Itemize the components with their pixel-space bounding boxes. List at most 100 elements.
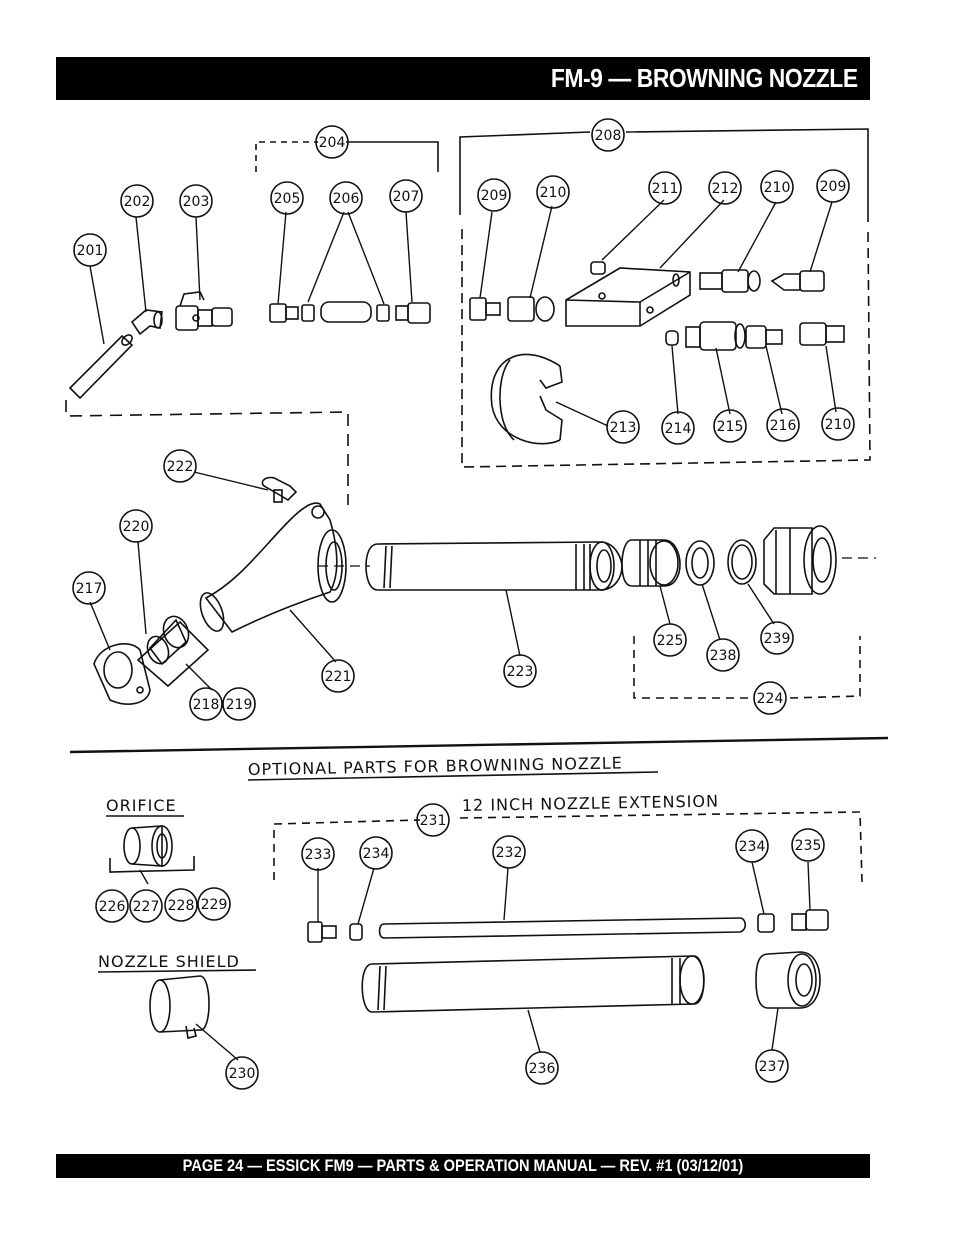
callout-203: 203 bbox=[183, 194, 210, 210]
part-239-washer bbox=[727, 539, 757, 585]
callout-232: 232 bbox=[496, 845, 523, 861]
callout-237: 237 bbox=[759, 1059, 786, 1075]
callout-225: 225 bbox=[657, 633, 684, 649]
callout-236: 236 bbox=[529, 1061, 556, 1077]
part-206-pipe bbox=[320, 301, 372, 323]
nozzle-shield-heading: NOZZLE SHIELD bbox=[98, 952, 240, 971]
part-234-coupler-left bbox=[349, 923, 363, 941]
part-233-fitting bbox=[307, 921, 337, 943]
callout-238: 238 bbox=[710, 648, 737, 664]
footer-text: PAGE 24 — ESSICK FM9 — PARTS & OPERATION… bbox=[182, 1156, 744, 1175]
leader-lines bbox=[89, 199, 837, 1061]
callout-201: 201 bbox=[77, 243, 104, 259]
group-box-208 bbox=[459, 128, 871, 468]
callout-223: 223 bbox=[507, 664, 534, 680]
callout-210b: 210 bbox=[764, 180, 791, 196]
callout-234b: 234 bbox=[739, 839, 766, 855]
part-237-coupling bbox=[755, 951, 821, 1009]
part-213-clamp bbox=[490, 353, 563, 445]
part-209-fitting-upper bbox=[770, 270, 825, 292]
part-206-coupler-left bbox=[301, 304, 315, 322]
callout-228: 228 bbox=[168, 898, 195, 914]
part-223-pipe bbox=[365, 541, 623, 591]
callout-233: 233 bbox=[305, 847, 332, 863]
part-210-coupling bbox=[507, 296, 555, 322]
callout-239: 239 bbox=[764, 631, 791, 647]
callout-215: 215 bbox=[717, 419, 744, 435]
part-orifice bbox=[123, 825, 173, 867]
part-235-fitting bbox=[791, 909, 829, 931]
underline-optional-title bbox=[247, 771, 659, 781]
underline-nozzle-shield bbox=[97, 969, 257, 973]
part-211-plug bbox=[590, 261, 606, 275]
part-230-shield bbox=[149, 975, 210, 1039]
callout-211: 211 bbox=[652, 181, 679, 197]
part-214-plug bbox=[665, 330, 679, 346]
callout-226: 226 bbox=[99, 899, 126, 915]
part-234-coupler-right bbox=[757, 913, 775, 933]
callout-220: 220 bbox=[123, 519, 150, 535]
callout-205: 205 bbox=[274, 191, 301, 207]
callout-212: 212 bbox=[712, 181, 739, 197]
callout-217: 217 bbox=[76, 581, 103, 597]
leader-dashed-201-221 bbox=[65, 400, 349, 505]
part-207-fitting bbox=[395, 302, 431, 324]
part-210-coupling-lower bbox=[799, 322, 845, 346]
part-220-orifice bbox=[146, 615, 190, 666]
part-222-wing-screw bbox=[261, 476, 298, 503]
callout-204: 204 bbox=[319, 135, 346, 151]
callout-224: 224 bbox=[757, 691, 784, 707]
part-205-fitting bbox=[269, 303, 299, 323]
part-215-coupling bbox=[685, 321, 746, 351]
part-202-elbow bbox=[130, 309, 163, 336]
callouts: 201 202 203 204 205 206 207 208 209 210 … bbox=[72, 118, 855, 1090]
callout-210c: 210 bbox=[825, 417, 852, 433]
part-203-valve bbox=[175, 291, 233, 331]
part-210-coupling-upper bbox=[699, 269, 761, 293]
section-divider bbox=[69, 736, 889, 754]
part-232-rod bbox=[378, 917, 747, 939]
bracket-204 bbox=[255, 141, 439, 172]
callout-219: 219 bbox=[226, 697, 253, 713]
bracket-orifice bbox=[109, 856, 195, 873]
callout-209a: 209 bbox=[481, 188, 508, 204]
extension-heading: 12 INCH NOZZLE EXTENSION bbox=[462, 792, 719, 815]
part-221-nozzle-body bbox=[199, 502, 347, 634]
callout-206: 206 bbox=[333, 191, 360, 207]
part-216-fitting bbox=[745, 325, 783, 349]
callout-207: 207 bbox=[393, 189, 420, 205]
part-225-coupling bbox=[621, 539, 681, 587]
callout-208: 208 bbox=[595, 128, 622, 144]
centerline bbox=[318, 557, 876, 567]
callout-231: 231 bbox=[420, 813, 447, 829]
callout-230: 230 bbox=[229, 1066, 256, 1082]
callout-218: 218 bbox=[193, 697, 220, 713]
part-212-block bbox=[565, 267, 691, 327]
part-206-coupler-right bbox=[376, 304, 390, 322]
callout-234a: 234 bbox=[363, 846, 390, 862]
callout-210a: 210 bbox=[540, 185, 567, 201]
optional-parts-title: OPTIONAL PARTS FOR BROWNING NOZZLE bbox=[248, 753, 623, 779]
part-201-tube bbox=[68, 334, 134, 400]
callout-214: 214 bbox=[665, 421, 692, 437]
callout-202: 202 bbox=[124, 194, 151, 210]
orifice-heading: ORIFICE bbox=[106, 796, 177, 815]
part-224-union-nut bbox=[763, 525, 837, 595]
callout-209b: 209 bbox=[820, 179, 847, 195]
part-238-gasket bbox=[685, 540, 715, 586]
callout-229: 229 bbox=[201, 897, 228, 913]
part-236-pipe bbox=[361, 955, 705, 1013]
callout-213: 213 bbox=[610, 420, 637, 436]
part-218-gasket bbox=[136, 620, 210, 688]
page-header: FM-9 — BROWNING NOZZLE bbox=[56, 57, 870, 100]
part-217-shield-cap bbox=[93, 643, 151, 705]
callout-221: 221 bbox=[325, 669, 352, 685]
part-209-fitting bbox=[469, 297, 501, 321]
bracket-231 bbox=[273, 811, 863, 883]
page-title: FM-9 — BROWNING NOZZLE bbox=[551, 63, 858, 93]
callout-216: 216 bbox=[770, 418, 797, 434]
callout-222: 222 bbox=[167, 459, 194, 475]
callout-227: 227 bbox=[133, 899, 160, 915]
bracket-224 bbox=[633, 636, 861, 699]
